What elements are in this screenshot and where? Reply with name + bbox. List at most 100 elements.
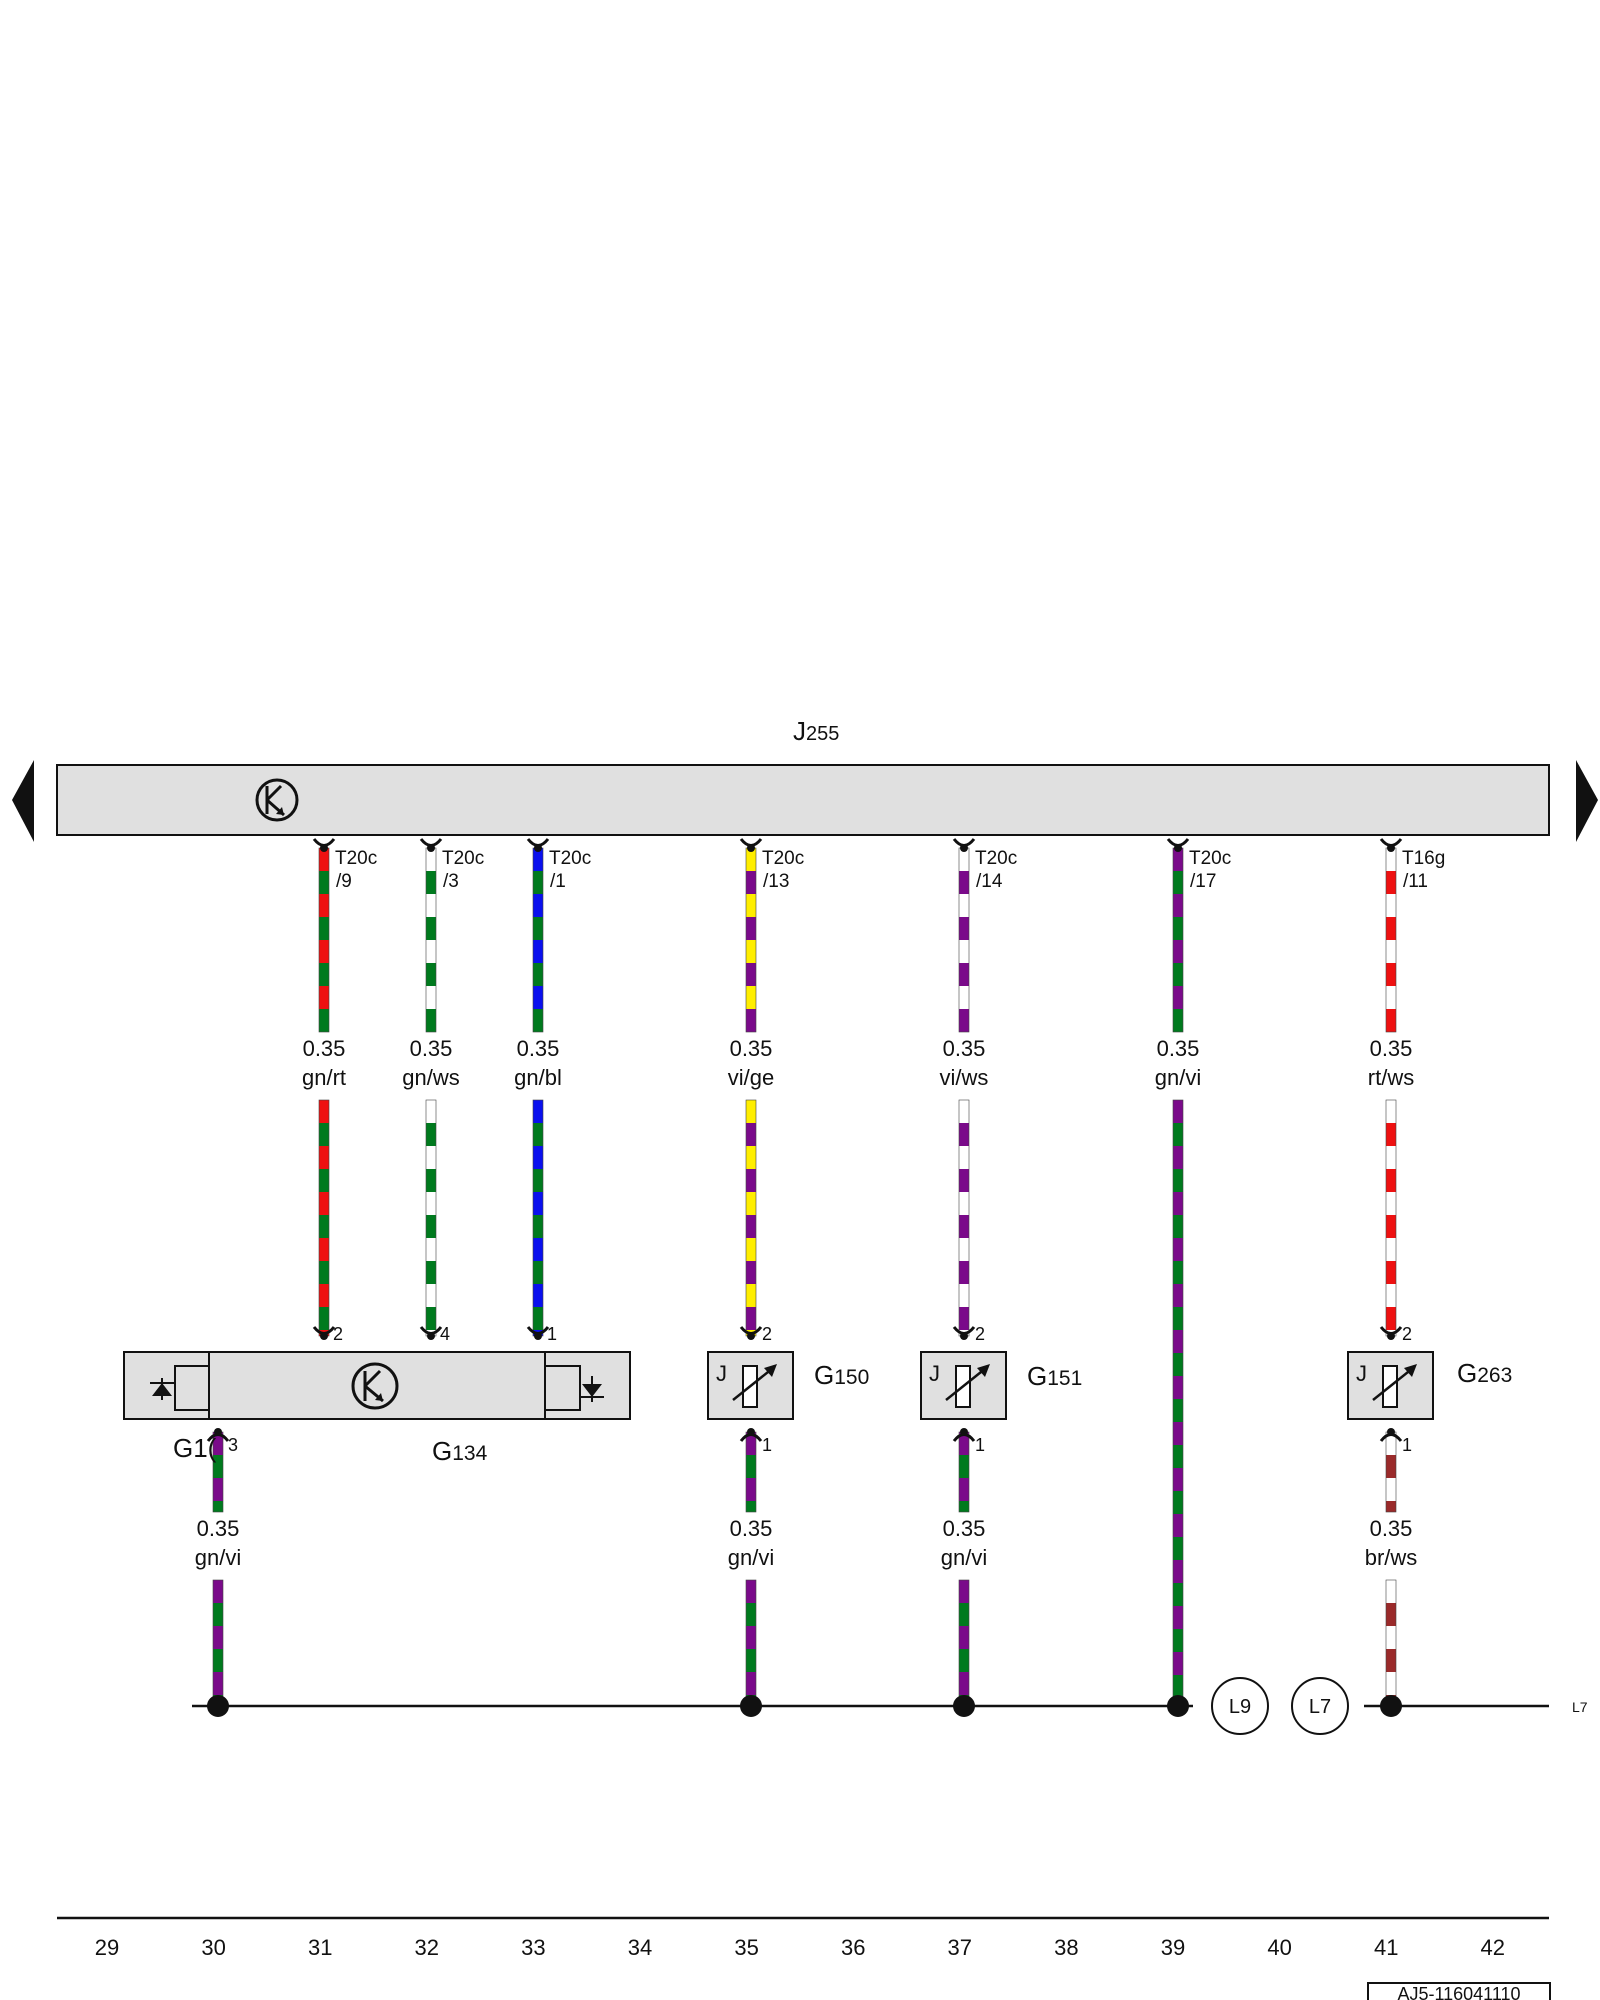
wire-color: gn/vi <box>1155 1065 1201 1090</box>
column-number: 41 <box>1374 1935 1398 1960</box>
wire-upper <box>958 1099 970 1337</box>
wire-gauge: 0.35 <box>943 1036 986 1061</box>
connector-pin-dot <box>960 1428 968 1436</box>
connector-label: T16g <box>1402 848 1445 869</box>
g134-label: G134 <box>432 1436 488 1466</box>
wire-lower <box>1385 1579 1397 1707</box>
document-id: AJ5-116041110 <box>1397 1984 1520 2000</box>
sensor-label: G150 <box>814 1360 869 1390</box>
connector-pin: /14 <box>976 871 1003 892</box>
connector-label: T20c <box>335 848 377 869</box>
connector-pin-dot <box>427 1332 435 1340</box>
wire-upper <box>1172 847 1184 1033</box>
wire-upper <box>318 1099 330 1337</box>
wire-color: gn/vi <box>728 1545 774 1570</box>
column-number: 42 <box>1481 1935 1505 1960</box>
sensor-pin-bottom: 1 <box>1402 1435 1412 1455</box>
reference-l7: L7 <box>1291 1677 1349 1735</box>
connector-pin: /11 <box>1403 871 1428 892</box>
sensor-label: G151 <box>1027 1361 1082 1391</box>
lower-wire-labels: 0.35 gn/vi 0.35 gn/vi 0.35 gn/vi 0.35 br… <box>195 1516 1418 1570</box>
junction-dot <box>953 1695 975 1717</box>
column-number: 29 <box>95 1935 119 1960</box>
junction-dot <box>740 1695 762 1717</box>
document-id-box: AJ5-116041110 <box>1367 1982 1551 2000</box>
connector-pin: /13 <box>763 871 789 892</box>
wire-color: vi/ws <box>940 1065 989 1090</box>
control-unit-label: J255 <box>793 716 839 746</box>
control-unit-bar <box>56 764 1550 836</box>
g10-pin-label: 3 <box>228 1435 238 1455</box>
wire-lower <box>212 1579 224 1707</box>
sensor-pin-bottom: 1 <box>975 1435 985 1455</box>
g134-pin-label: 4 <box>440 1324 450 1344</box>
temperature-symbol: J <box>1356 1361 1367 1386</box>
wire-gauge: 0.35 <box>197 1516 240 1541</box>
connector-pin-dot <box>1174 844 1182 852</box>
component-g134: G134 G1( 3 2 4 1 <box>123 1324 631 1466</box>
column-number: 37 <box>948 1935 972 1960</box>
wire-gauge: 0.35 <box>517 1036 560 1061</box>
wire-gauge: 0.35 <box>730 1516 773 1541</box>
wire-lower <box>745 1579 757 1707</box>
wire-upper <box>425 847 437 1033</box>
junction-dot <box>1380 1695 1402 1717</box>
connector-label: T20c <box>549 848 591 869</box>
column-number: 38 <box>1054 1935 1078 1960</box>
wire-gauge: 0.35 <box>303 1036 346 1061</box>
temperature-symbol: J <box>929 1361 940 1386</box>
wire-upper <box>1172 1099 1184 1707</box>
wire-color: gn/vi <box>195 1545 241 1570</box>
connector-pin-dot <box>747 1332 755 1340</box>
svg-text:L7: L7 <box>1309 1696 1331 1718</box>
hall-sensor-icon <box>351 1362 399 1410</box>
connector-label: T20c <box>762 848 804 869</box>
connector-pin-dot <box>747 844 755 852</box>
wire-color: br/ws <box>1365 1545 1418 1570</box>
continue-right-arrow-icon <box>1576 760 1598 842</box>
svg-text:L9: L9 <box>1229 1696 1251 1718</box>
junction-dot <box>207 1695 229 1717</box>
column-number: 30 <box>201 1935 225 1960</box>
sensor-g151: J G151 2 1 <box>920 1324 1082 1455</box>
column-number: 39 <box>1161 1935 1185 1960</box>
wire-gauge: 0.35 <box>1157 1036 1200 1061</box>
junction-dot <box>1167 1695 1189 1717</box>
connector-pin-dot <box>960 844 968 852</box>
diode-icon <box>545 1365 604 1411</box>
connector-pin-dot <box>320 1332 328 1340</box>
wire-gauge: 0.35 <box>1370 1516 1413 1541</box>
variable-resistor-icon <box>1372 1364 1417 1408</box>
connector-pin-dot <box>320 844 328 852</box>
column-number: 34 <box>628 1935 652 1960</box>
diode-icon <box>150 1365 209 1411</box>
wire-layer <box>206 838 1403 1707</box>
connector-pin: /17 <box>1190 871 1216 892</box>
connector-pin: /1 <box>550 871 566 892</box>
sensor-label: G263 <box>1457 1358 1512 1388</box>
wire-upper <box>1385 847 1397 1033</box>
column-number: 32 <box>415 1935 439 1960</box>
continue-left-arrow-icon <box>12 760 34 842</box>
wire-upper <box>532 847 544 1033</box>
connector-pin: /3 <box>443 871 459 892</box>
sensor-g150: J G150 2 1 <box>707 1324 869 1455</box>
edge-reference: L7 <box>1572 1699 1588 1715</box>
transistor-icon <box>255 778 299 822</box>
temperature-symbol: J <box>716 1361 727 1386</box>
wire-color: rt/ws <box>1368 1065 1414 1090</box>
wire-gauge: 0.35 <box>1370 1036 1413 1061</box>
connector-pin-dot <box>1387 1428 1395 1436</box>
sensor-pin-top: 2 <box>762 1324 772 1344</box>
wire-color: vi/ge <box>728 1065 774 1090</box>
wire-lower <box>1385 1431 1397 1513</box>
column-number: 33 <box>521 1935 545 1960</box>
sensor-g263: J G263 2 1 <box>1347 1324 1512 1455</box>
wire-upper <box>958 847 970 1033</box>
wire-upper <box>745 847 757 1033</box>
sensor-pin-bottom: 1 <box>762 1435 772 1455</box>
connector-label: T20c <box>975 848 1017 869</box>
variable-resistor-icon <box>945 1364 990 1408</box>
sensor-pin-top: 2 <box>1402 1324 1412 1344</box>
sensor-pin-top: 2 <box>975 1324 985 1344</box>
